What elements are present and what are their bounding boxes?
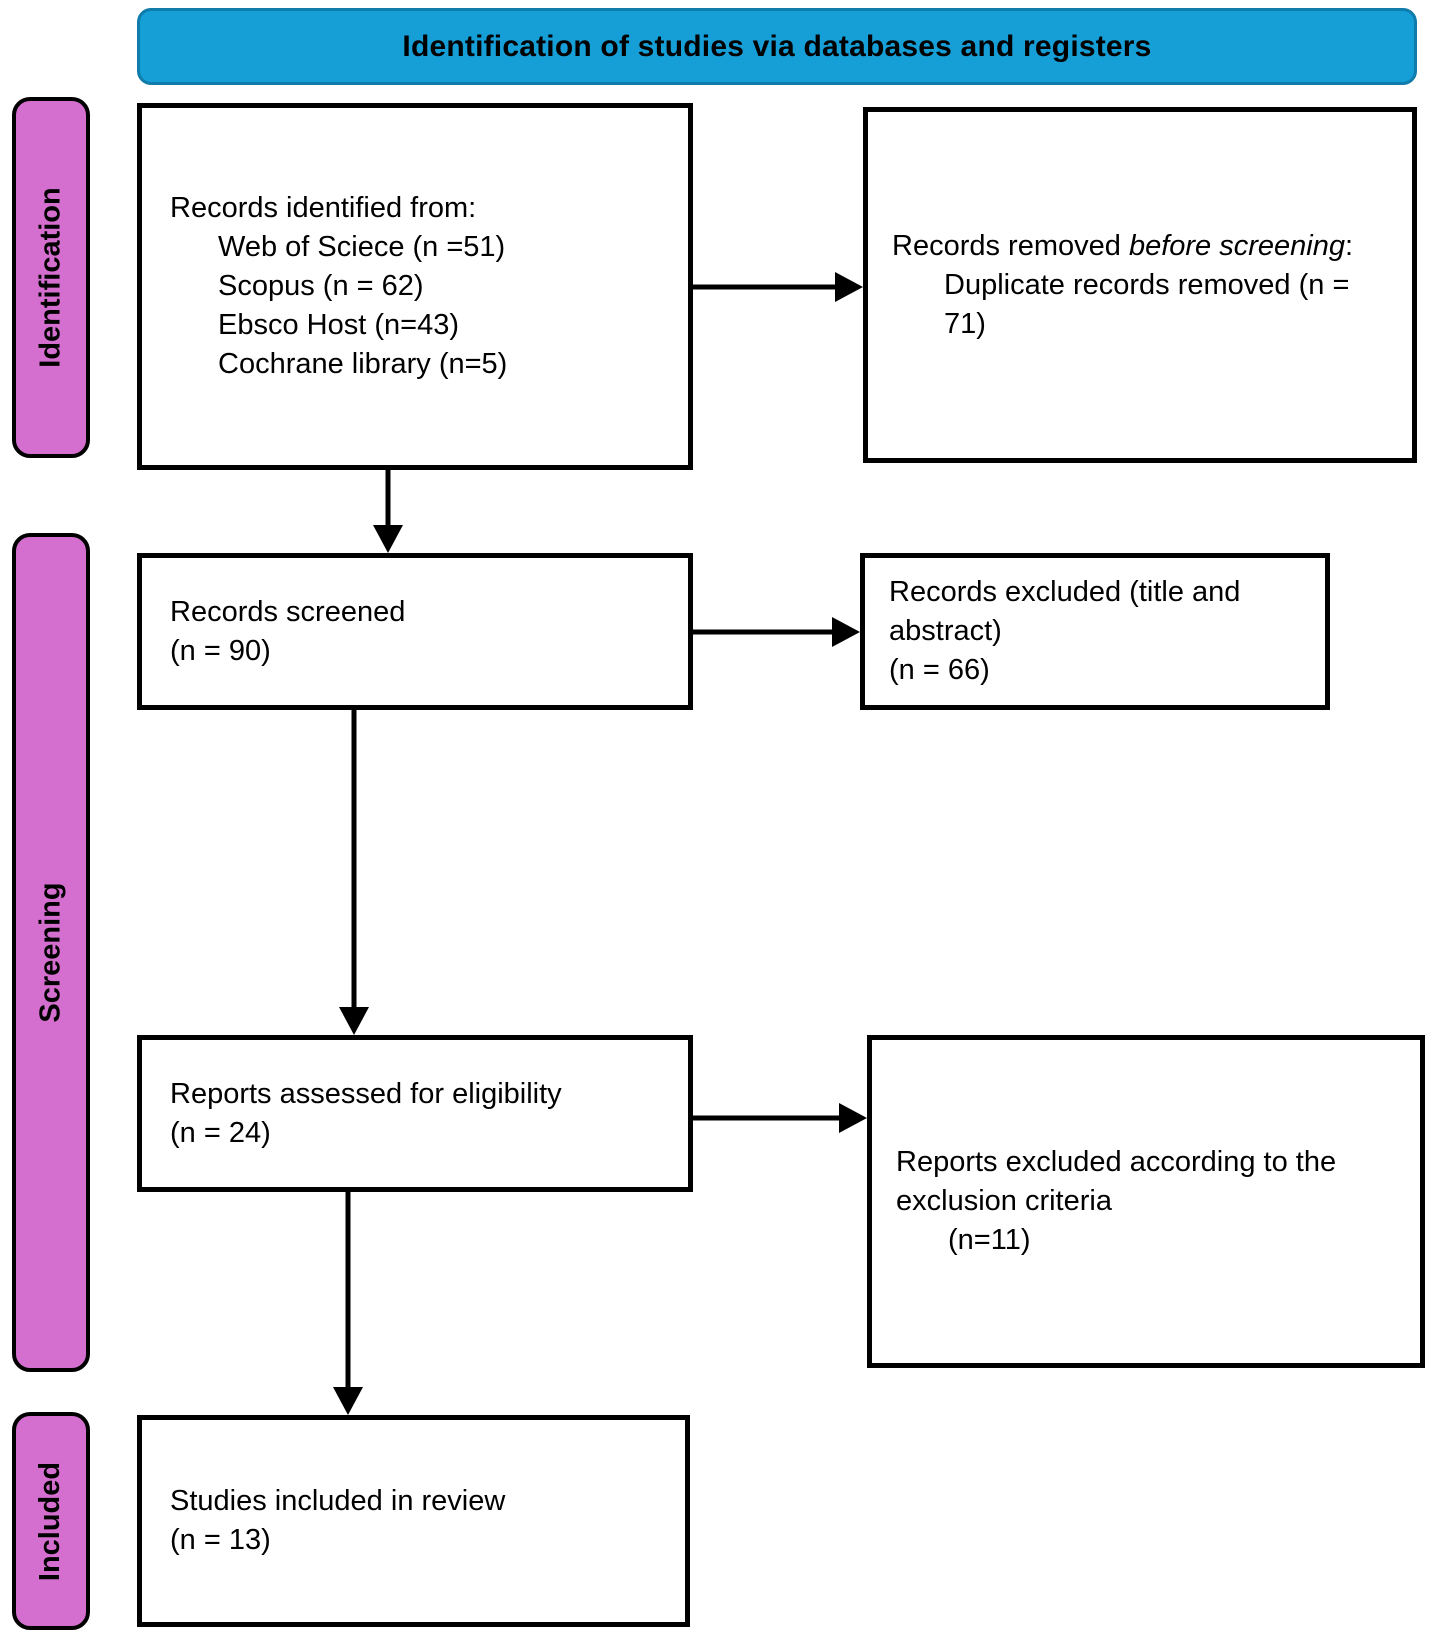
records-excluded-count: (n = 66) [889, 654, 990, 686]
records-excluded-title: Records excluded (title and abstract) [889, 576, 1241, 647]
records-removed-title: Records removed before screening: [892, 227, 1362, 266]
records-removed-detail: Duplicate records removed (n = 71) [944, 268, 1350, 340]
diagram-title: Identification of studies via databases … [402, 29, 1152, 63]
arrow-assessed-to-included [333, 1192, 363, 1415]
box-records-excluded: Records excluded (title and abstract) (n… [860, 553, 1330, 710]
source-item-ebsco-host: Ebsco Host (n=43) [218, 309, 459, 341]
records-screened-count: (n = 90) [170, 634, 271, 667]
stage-included-label: Included [34, 1461, 67, 1581]
stage-screening-label: Screening [34, 882, 67, 1023]
stage-identification: Identification [12, 97, 90, 458]
source-item-scopus: Scopus (n = 62) [218, 270, 424, 302]
box-reports-excluded: Reports excluded according to the exclus… [867, 1035, 1425, 1368]
source-item-web-of-science: Web of Sciece (n =51) [218, 231, 506, 263]
records-removed-emphasis: before screening [1128, 229, 1345, 262]
arrow-screened-to-excluded [693, 617, 860, 647]
stage-screening: Screening [12, 533, 90, 1372]
box-reports-assessed: Reports assessed for eligibility (n = 24… [137, 1035, 693, 1192]
box-records-removed: Records removed before screening: Duplic… [863, 107, 1417, 463]
arrow-screened-to-assessed [339, 710, 369, 1035]
reports-assessed-count: (n = 24) [170, 1116, 271, 1149]
box-records-identified: Records identified from: Web of Sciece (… [137, 103, 693, 470]
records-removed-prefix: Records removed [892, 229, 1129, 262]
stage-included: Included [12, 1412, 90, 1630]
box-records-screened: Records screened (n = 90) [137, 553, 693, 710]
banner-identification-via-databases: Identification of studies via databases … [137, 8, 1417, 85]
arrow-identified-to-screened [373, 470, 403, 553]
box-studies-included: Studies included in review (n = 13) [137, 1415, 690, 1627]
reports-assessed-title: Reports assessed for eligibility [170, 1077, 562, 1110]
records-identified-intro: Records identified from: [170, 192, 477, 224]
arrow-assessed-to-excluded [693, 1103, 867, 1133]
reports-excluded-title: Reports excluded according to the exclus… [896, 1146, 1337, 1217]
arrow-identified-to-removed [693, 272, 863, 302]
stage-identification-label: Identification [34, 187, 67, 368]
source-item-cochrane-library: Cochrane library (n=5) [218, 348, 508, 380]
studies-included-count: (n = 13) [170, 1524, 271, 1556]
studies-included-title: Studies included in review [170, 1485, 506, 1517]
records-screened-title: Records screened [170, 595, 406, 628]
records-removed-suffix: : [1344, 229, 1354, 262]
reports-excluded-count: (n=11) [948, 1224, 1031, 1256]
